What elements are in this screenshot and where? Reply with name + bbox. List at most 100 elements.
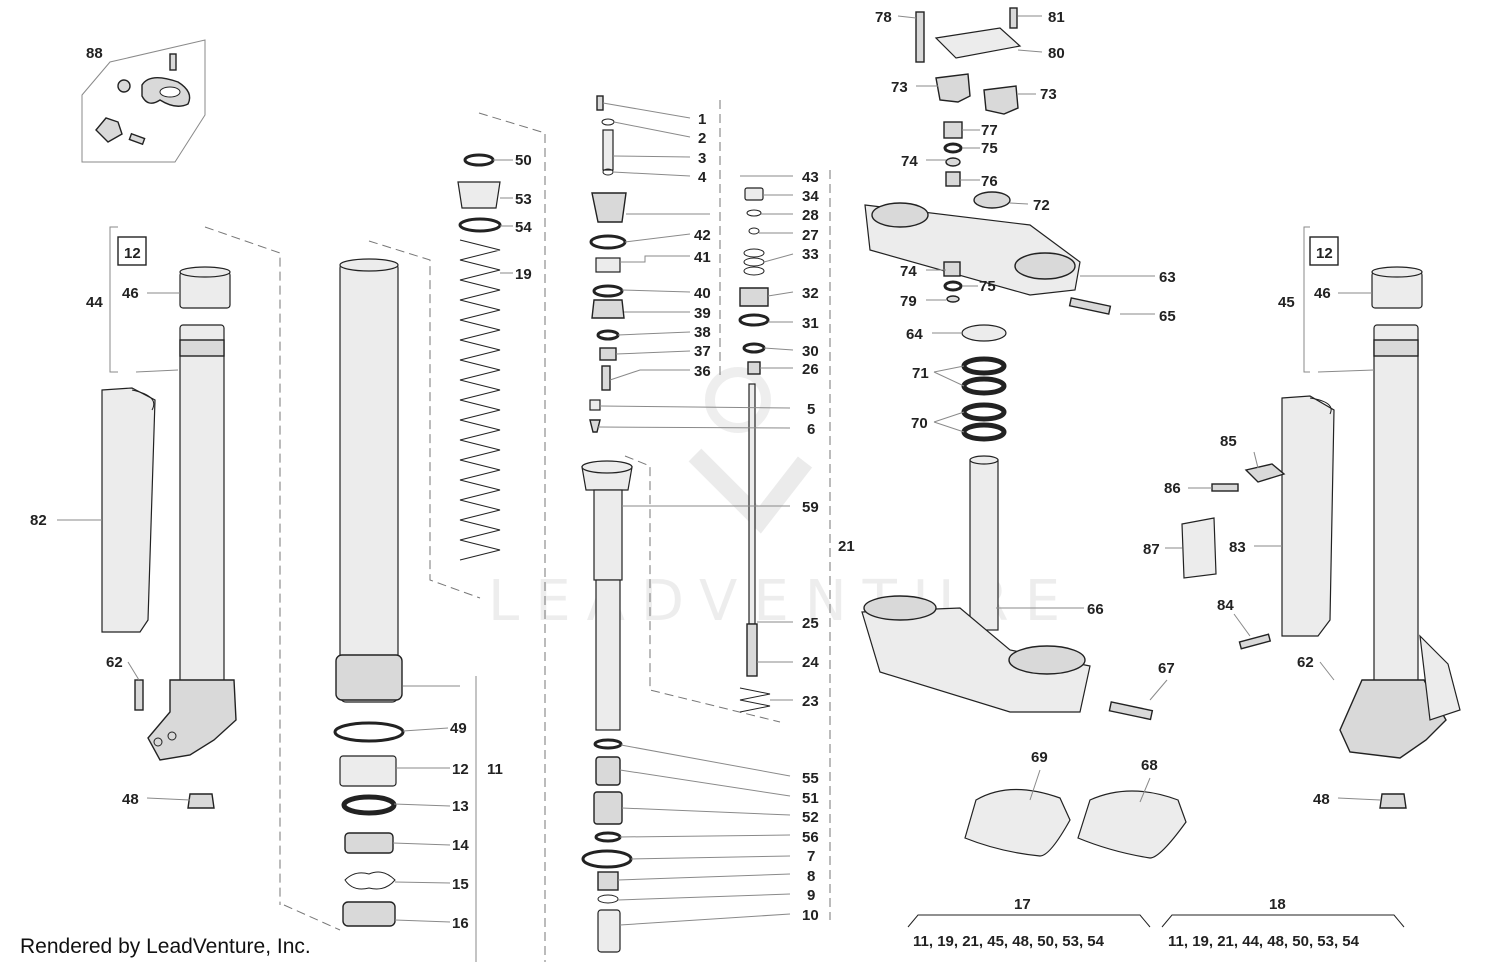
callout-75-bottom: 75 [979, 278, 996, 295]
callout-48-right: 48 [1313, 791, 1330, 808]
callout-8: 8 [807, 868, 815, 885]
callout-33: 33 [802, 246, 819, 263]
callout-62-right: 62 [1297, 654, 1314, 671]
callout-labels: 88 12 44 46 82 62 48 49 12 11 13 14 15 1… [30, 9, 1360, 950]
kit-17-contents: 11, 19, 21, 45, 48, 50, 53, 54 [913, 933, 1105, 950]
callout-51: 51 [802, 790, 819, 807]
callout-71: 71 [912, 365, 929, 382]
callout-79: 79 [900, 293, 917, 310]
callout-56: 56 [802, 829, 819, 846]
callout-27: 27 [802, 227, 819, 244]
callout-2: 2 [698, 130, 706, 147]
callout-37: 37 [694, 343, 711, 360]
footer-credit: Rendered by LeadVenture, Inc. [20, 935, 311, 958]
callout-28: 28 [802, 207, 819, 224]
callout-66: 66 [1087, 601, 1104, 618]
callout-59: 59 [802, 499, 819, 516]
callout-11: 11 [487, 761, 503, 778]
callout-73-right: 73 [1040, 86, 1057, 103]
callout-38: 38 [694, 324, 711, 341]
spring-assembly [457, 112, 546, 962]
callout-85: 85 [1220, 433, 1237, 450]
left-fork-assembly [101, 226, 237, 809]
callout-72: 72 [1033, 197, 1050, 214]
callout-5: 5 [807, 401, 815, 418]
callout-73-left: 73 [891, 79, 908, 96]
leader-lines [57, 15, 1381, 962]
outer-tube-assembly [283, 240, 481, 931]
callout-84: 84 [1217, 597, 1234, 614]
callout-65: 65 [1159, 308, 1176, 325]
callout-23: 23 [802, 693, 819, 710]
callout-52: 52 [802, 809, 819, 826]
callout-36: 36 [694, 363, 711, 380]
callout-42: 42 [694, 227, 711, 244]
boxed-ref-12-right: 12 [1316, 245, 1333, 262]
callout-24: 24 [802, 654, 819, 671]
callout-86: 86 [1164, 480, 1181, 497]
callout-75-top: 75 [981, 140, 998, 157]
damping-rod-assembly [719, 100, 831, 920]
callout-40: 40 [694, 285, 711, 302]
callout-63: 63 [1159, 269, 1176, 286]
callout-32: 32 [802, 285, 819, 302]
callout-54: 54 [515, 219, 532, 236]
callout-4: 4 [698, 169, 707, 186]
callout-68: 68 [1141, 757, 1158, 774]
callout-88: 88 [86, 45, 103, 62]
callout-31: 31 [802, 315, 819, 332]
callout-70: 70 [911, 415, 928, 432]
callout-21: 21 [838, 538, 855, 555]
callout-43: 43 [802, 169, 819, 186]
callout-69: 69 [1031, 749, 1048, 766]
callout-81: 81 [1048, 9, 1065, 26]
callout-87: 87 [1143, 541, 1160, 558]
callout-44: 44 [86, 294, 103, 311]
callout-62-left: 62 [106, 654, 123, 671]
callout-7: 7 [807, 848, 815, 865]
callout-16: 16 [452, 915, 469, 932]
callout-10: 10 [802, 907, 819, 924]
callout-41: 41 [694, 249, 711, 266]
right-fork-assembly [1181, 226, 1461, 809]
callout-77: 77 [981, 122, 998, 139]
kit-brackets [907, 914, 1405, 928]
callout-50: 50 [515, 152, 532, 169]
callout-14: 14 [452, 837, 469, 854]
callout-13: 13 [452, 798, 469, 815]
callout-53: 53 [515, 191, 532, 208]
kit-17-number: 17 [1014, 896, 1031, 913]
callout-25: 25 [802, 615, 819, 632]
callout-34: 34 [802, 188, 819, 205]
callout-6: 6 [807, 421, 815, 438]
triple-clamp-assembly [861, 7, 1187, 859]
boxed-ref-12-left: 12 [124, 245, 141, 262]
callout-15: 15 [452, 876, 469, 893]
callout-82: 82 [30, 512, 47, 529]
callout-12: 12 [452, 761, 469, 778]
callout-55: 55 [802, 770, 819, 787]
callout-39: 39 [694, 305, 711, 322]
part-88-kit [81, 39, 206, 163]
cartridge-assembly [581, 95, 781, 953]
callout-46-right: 46 [1314, 285, 1331, 302]
callout-1: 1 [698, 111, 706, 128]
callout-80: 80 [1048, 45, 1065, 62]
callout-49: 49 [450, 720, 467, 737]
callout-48-left: 48 [122, 791, 139, 808]
callout-83: 83 [1229, 539, 1246, 556]
callout-45: 45 [1278, 294, 1295, 311]
callout-78: 78 [875, 9, 892, 26]
callout-46-left: 46 [122, 285, 139, 302]
callout-19: 19 [515, 266, 532, 283]
callout-64: 64 [906, 326, 923, 343]
kit-18-number: 18 [1269, 896, 1286, 913]
kit-18-contents: 11, 19, 21, 44, 48, 50, 53, 54 [1168, 933, 1360, 950]
callout-26: 26 [802, 361, 819, 378]
callout-67: 67 [1158, 660, 1175, 677]
callout-30: 30 [802, 343, 819, 360]
callout-3: 3 [698, 150, 706, 167]
callout-9: 9 [807, 887, 815, 904]
callout-74-bottom: 74 [900, 263, 917, 280]
